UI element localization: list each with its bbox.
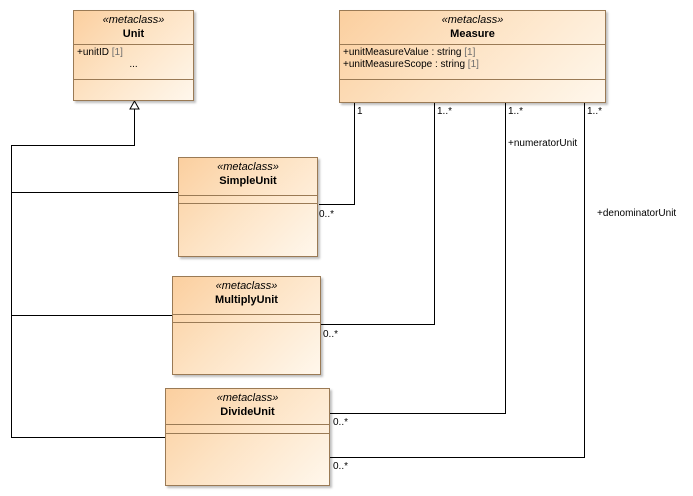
class-header: «metaclass» Unit [74,11,193,45]
role-label: +denominatorUnit [597,208,677,219]
class-divideunit[interactable]: «metaclass» DivideUnit [165,388,330,486]
stereotype-label: «metaclass» [215,280,278,292]
attribute-ellipsis: ... [129,59,138,70]
attribute-unitmeasurevalue: +unitMeasureValue : string [1] [343,47,476,58]
multiplicity-label: 0..* [333,417,349,428]
multiplicity-label: 0..* [319,209,335,220]
multiplicity-label: 0..* [323,329,339,340]
attribute-compartment: +unitID [1] ... [74,45,193,80]
attribute-compartment [173,315,320,323]
stereotype-label: «metaclass» [102,14,165,26]
attribute-compartment [179,196,317,204]
multiplicity-label: 1..* [437,106,453,117]
class-simpleunit[interactable]: «metaclass» SimpleUnit [178,157,318,257]
association-denominatorunit [330,103,585,458]
attribute-compartment [166,425,329,434]
attribute-unitid: +unitID [1] [77,47,123,58]
class-name: DivideUnit [220,406,275,418]
multiplicity-label: 1 [357,106,363,117]
attribute-unitmeasurescope: +unitMeasureScope : string [1] [343,59,479,70]
class-header: «metaclass» Measure [340,11,605,45]
stereotype-label: «metaclass» [441,14,504,26]
stereotype-label: «metaclass» [217,161,279,173]
generalization-arrowhead [129,99,140,110]
class-name: Measure [450,28,495,40]
stereotype-label: «metaclass» [216,392,279,404]
class-measure[interactable]: «metaclass» Measure +unitMeasureValue : … [339,10,606,103]
attribute-compartment: +unitMeasureValue : string [1] +unitMeas… [340,45,605,80]
association-numeratorunit [330,103,506,414]
multiplicity-label: 1..* [508,106,524,117]
multiplicity-label: 0..* [333,461,349,472]
class-unit[interactable]: «metaclass» Unit +unitID [1] ... [73,10,194,101]
class-name: MultiplyUnit [215,294,278,306]
class-header: «metaclass» SimpleUnit [179,158,317,196]
class-name: SimpleUnit [219,175,277,187]
class-header: «metaclass» MultiplyUnit [173,277,320,315]
class-name: Unit [122,28,145,40]
role-label: +numeratorUnit [508,138,578,149]
association-multiplyunit [321,103,435,325]
association-simpleunit [319,103,355,205]
generalization-line [11,109,165,438]
class-multiplyunit[interactable]: «metaclass» MultiplyUnit [172,276,321,375]
multiplicity-label: 1..* [587,106,603,117]
class-header: «metaclass» DivideUnit [166,389,329,425]
